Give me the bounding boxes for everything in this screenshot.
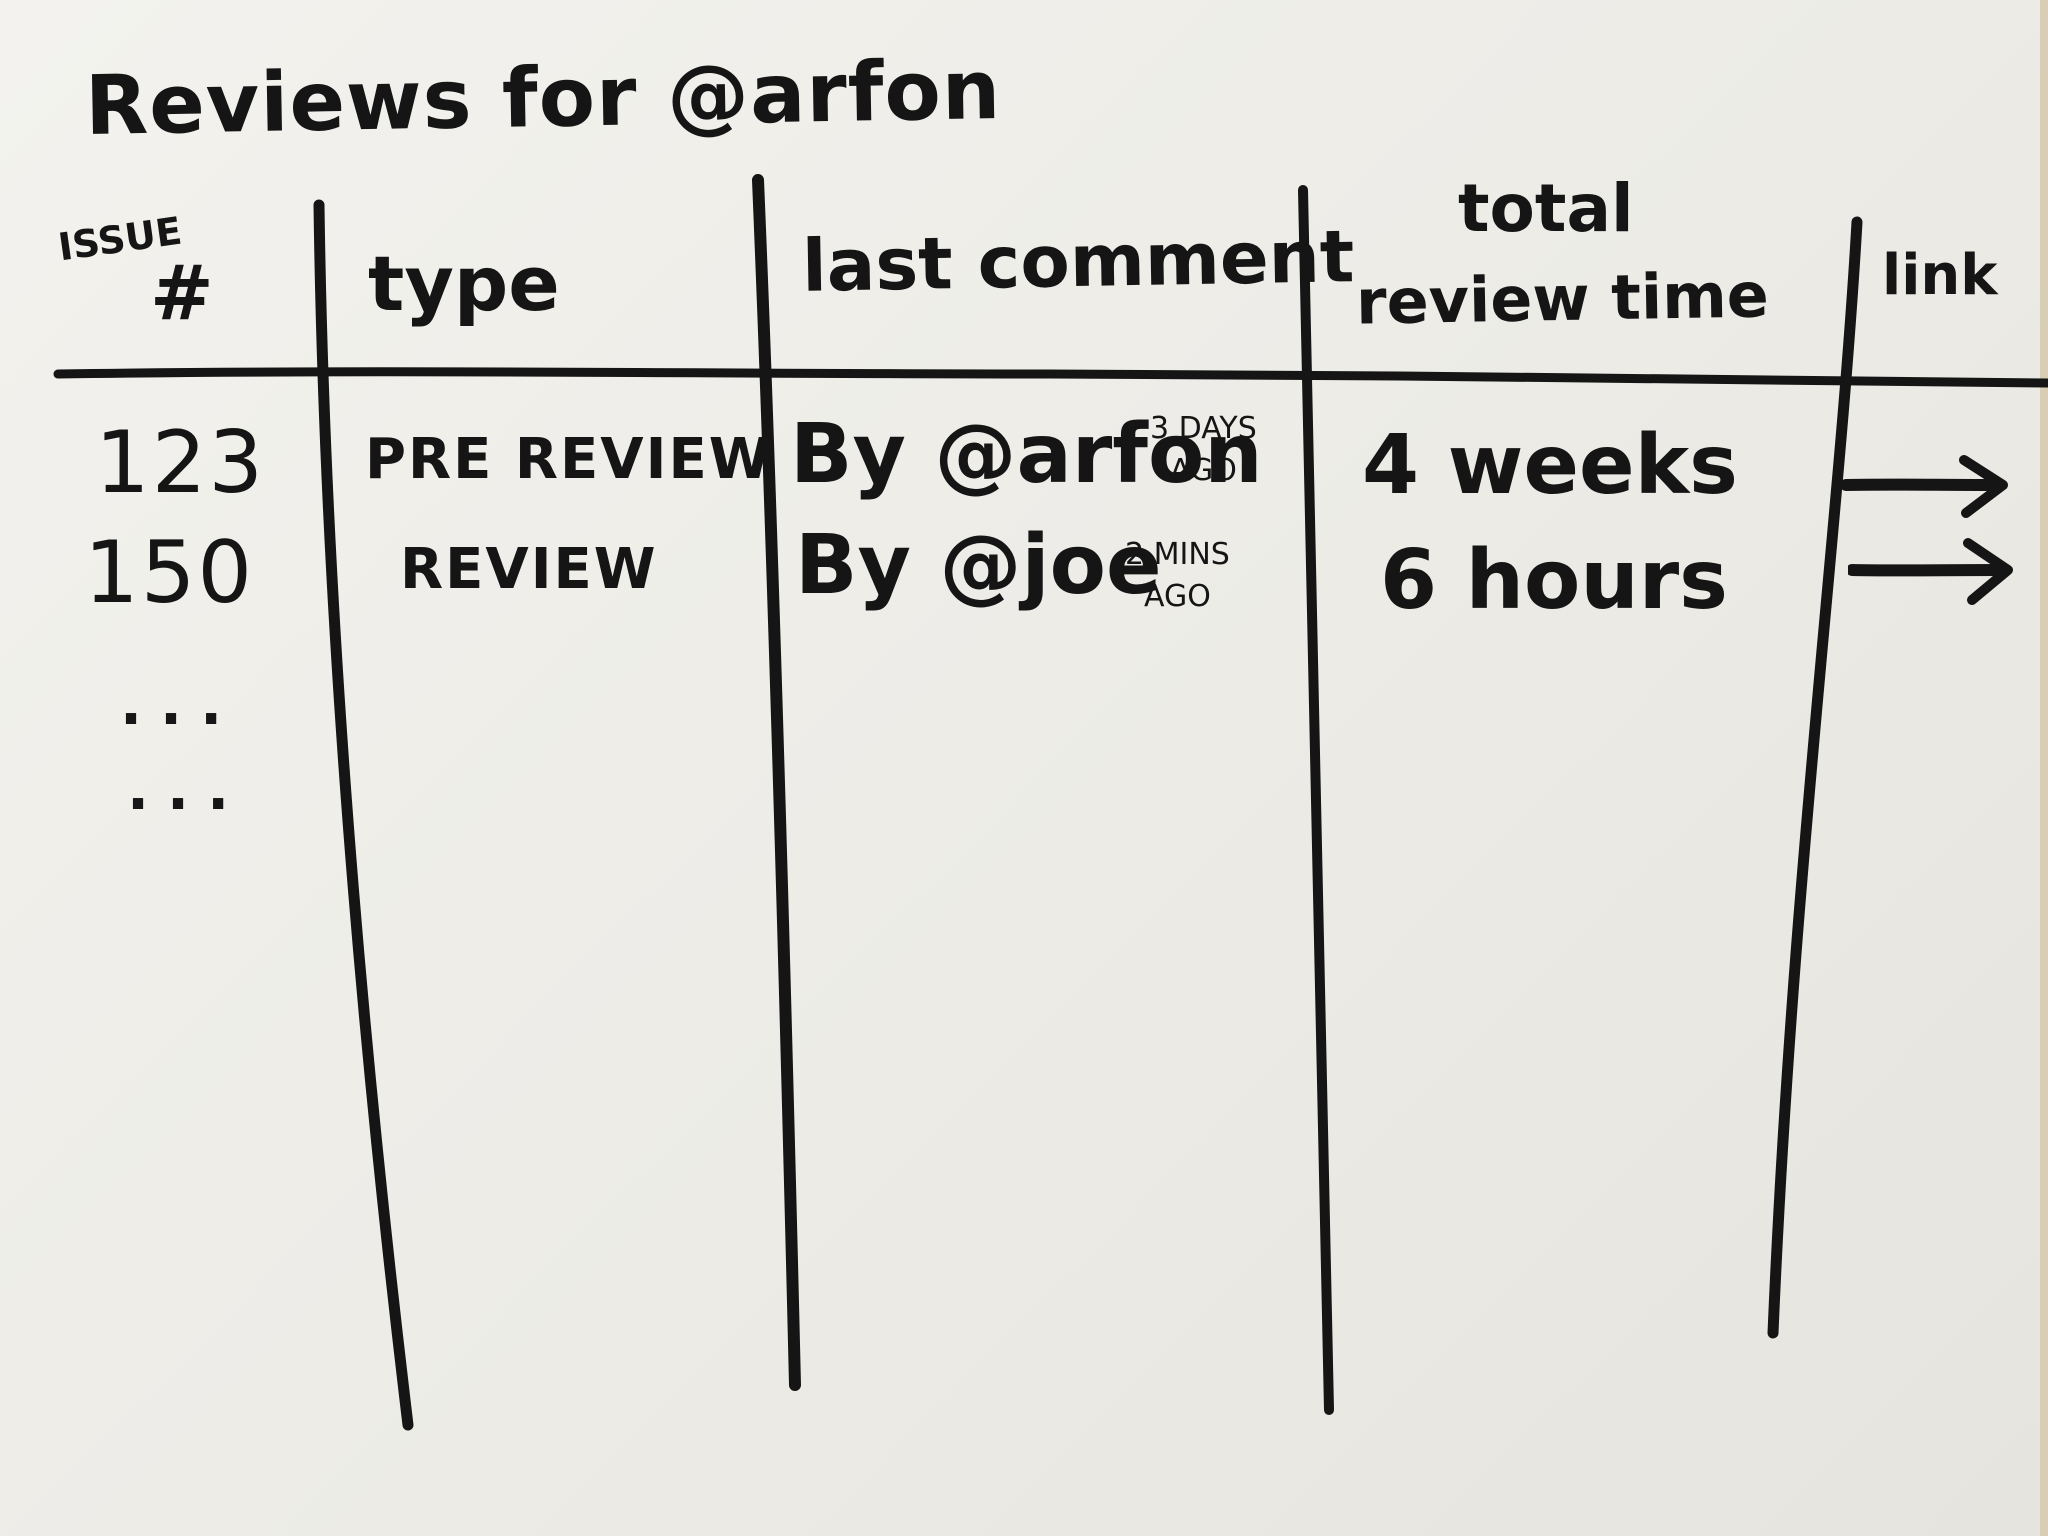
- review-type: PRE REVIEW: [365, 427, 773, 492]
- column-header-last-comment: last comment: [801, 214, 1356, 308]
- last-comment-by: By @arfon: [790, 407, 1263, 502]
- column-header-link: link: [1882, 243, 1998, 308]
- last-comment-age-line2: AGO: [1143, 579, 1211, 614]
- last-comment-by: By @joe: [795, 518, 1162, 613]
- issue-number[interactable]: 123: [95, 413, 266, 513]
- arrow-right-icon[interactable]: [1848, 535, 2023, 607]
- column-header-total-review-time-line2: review time: [1355, 258, 1770, 339]
- column-divider-type-comment: [752, 174, 801, 1391]
- header-divider-line: [53, 367, 2048, 388]
- review-type: REVIEW: [400, 537, 658, 602]
- last-comment-age: 3 DAYS AGO: [1150, 408, 1257, 492]
- total-review-time: 4 weeks: [1362, 418, 1738, 513]
- ellipsis-row: ...: [127, 755, 248, 823]
- column-header-issue-hash: #: [150, 248, 214, 337]
- column-header-type: type: [368, 239, 560, 328]
- arrow-right-icon[interactable]: [1842, 451, 2017, 523]
- total-review-time: 6 hours: [1380, 533, 1728, 628]
- column-header-total-review-time-line1: total: [1458, 170, 1634, 247]
- column-divider-time-link: [1767, 216, 1863, 1339]
- last-comment-age: 2 MINS AGO: [1125, 534, 1230, 618]
- issue-number[interactable]: 150: [84, 523, 255, 623]
- last-comment-age-line1: 3 DAYS: [1150, 411, 1257, 446]
- last-comment-age-line1: 2 MINS: [1125, 537, 1230, 572]
- paper-edge: [2040, 0, 2048, 1536]
- last-comment-age-line2: AGO: [1169, 453, 1237, 488]
- ellipsis-row: ...: [120, 670, 241, 738]
- column-divider-comment-time: [1298, 185, 1334, 1415]
- column-divider-issue-type: [313, 199, 414, 1431]
- page-title: Reviews for @arfon: [84, 43, 1002, 154]
